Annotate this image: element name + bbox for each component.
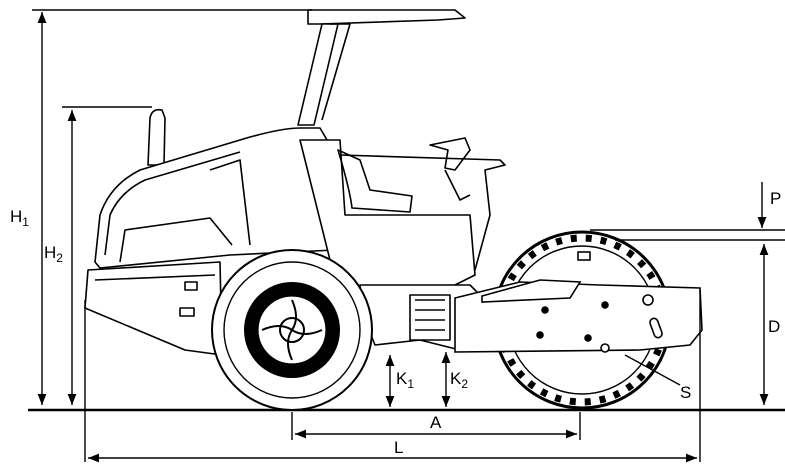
exhaust-stack [147, 108, 166, 166]
rear-tire [211, 249, 373, 411]
canopy-post [297, 23, 339, 126]
dimension-lines [32, 9, 785, 463]
label-s: S [680, 383, 691, 402]
engine-hood [94, 127, 336, 269]
label-l: L [394, 438, 403, 457]
roller-machine-illustration [84, 9, 506, 356]
canopy-roof [307, 9, 466, 25]
label-h1: H1 [10, 207, 29, 229]
label-d: D [768, 317, 780, 336]
drum-frame [454, 251, 703, 353]
label-p: P [770, 189, 781, 208]
steering-console [339, 154, 506, 271]
operator-seat [337, 149, 413, 213]
label-k1: K1 [396, 369, 414, 391]
label-h2: H2 [44, 243, 63, 265]
label-k2: K2 [450, 369, 468, 391]
label-a: A [430, 413, 442, 432]
